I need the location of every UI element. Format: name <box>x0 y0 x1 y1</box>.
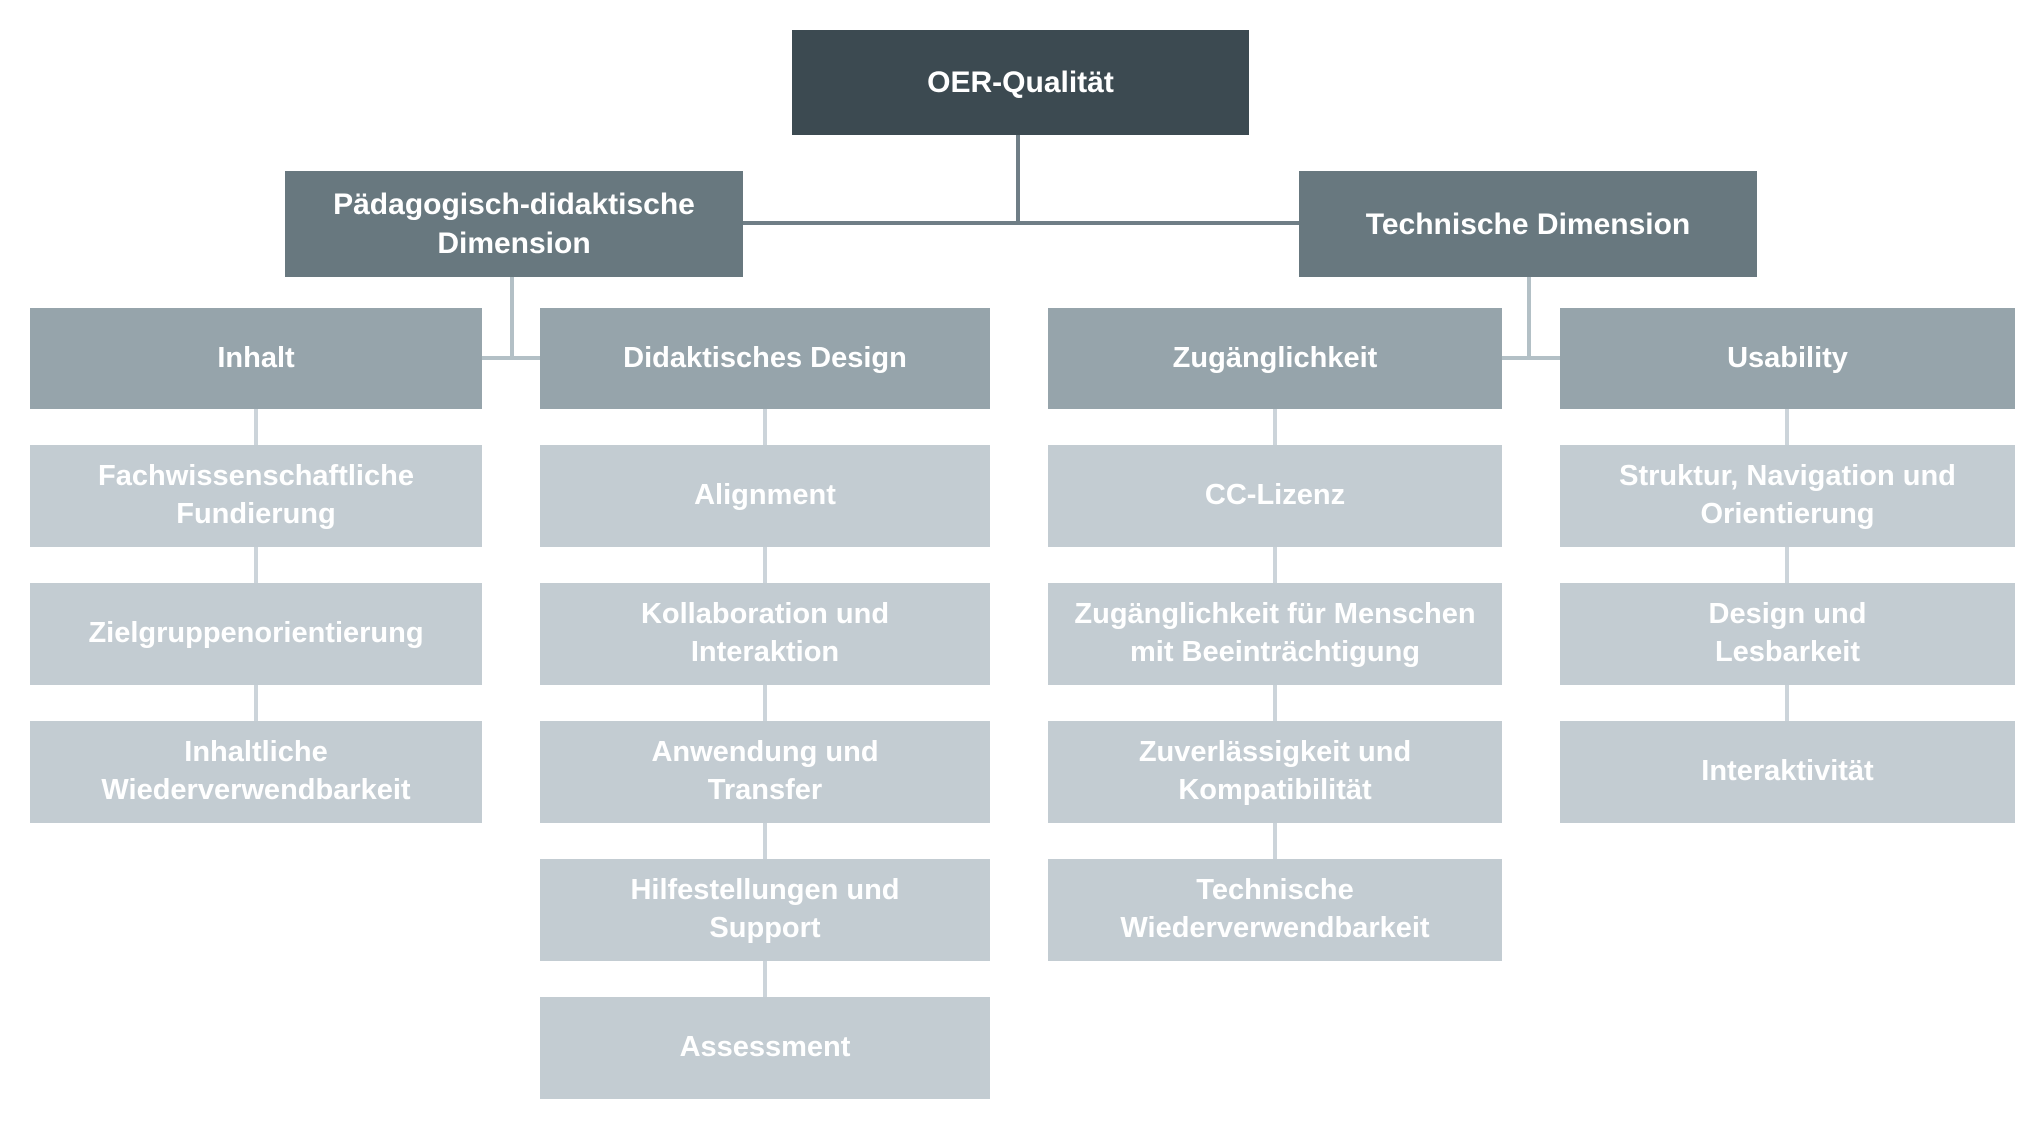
connector-technische-vertical <box>1527 277 1531 360</box>
connector-line <box>254 685 258 721</box>
connector-line <box>763 409 767 445</box>
connector-line <box>1273 685 1277 721</box>
item-box-technische-wiederverwendbarkeit: Technische Wiederverwendbarkeit <box>1048 859 1502 961</box>
connector-root-vertical <box>1016 135 1020 223</box>
column-header-didaktisches-design: Didaktisches Design <box>540 308 990 409</box>
connector-line <box>1273 547 1277 583</box>
connector-line <box>763 685 767 721</box>
item-box-interaktivitaet: Interaktivität <box>1560 721 2015 823</box>
connector-line <box>1785 685 1789 721</box>
connector-line <box>763 823 767 859</box>
item-box-hilfestellungen-support: Hilfestellungen und Support <box>540 859 990 961</box>
item-box-inhaltliche-wiederverwendbarkeit: Inhaltliche Wiederverwendbarkeit <box>30 721 482 823</box>
item-box-zuverlaessigkeit-kompatibilitaet: Zuverlässigkeit und Kompatibilität <box>1048 721 1502 823</box>
connector-dimensions-horizontal <box>743 221 1299 225</box>
dimension-box-technische: Technische Dimension <box>1299 171 1757 277</box>
connector-line <box>1273 823 1277 859</box>
dimension-box-paedagogisch-didaktische: Pädagogisch-didaktische Dimension <box>285 171 743 277</box>
column-header-inhalt: Inhalt <box>30 308 482 409</box>
connector-line <box>254 547 258 583</box>
root-box: OER-Qualität <box>792 30 1249 135</box>
item-box-alignment: Alignment <box>540 445 990 547</box>
connector-line <box>1785 547 1789 583</box>
item-box-struktur-navigation-orientierung: Struktur, Navigation und Orientierung <box>1560 445 2015 547</box>
item-box-assessment: Assessment <box>540 997 990 1099</box>
item-box-cc-lizenz: CC-Lizenz <box>1048 445 1502 547</box>
column-header-usability: Usability <box>1560 308 2015 409</box>
connector-line <box>1273 409 1277 445</box>
connector-line <box>763 547 767 583</box>
item-box-kollaboration-interaktion: Kollaboration und Interaktion <box>540 583 990 685</box>
connector-paedagogisch-vertical <box>510 277 514 360</box>
connector-paedagogisch-tbar <box>482 356 540 360</box>
item-box-fachwissenschaftliche-fundierung: Fachwissenschaftliche Fundierung <box>30 445 482 547</box>
item-box-anwendung-transfer: Anwendung und Transfer <box>540 721 990 823</box>
connector-line <box>763 961 767 997</box>
connector-line <box>254 409 258 445</box>
connector-technische-tbar <box>1502 356 1560 360</box>
item-box-zugaenglichkeit-menschen: Zugänglichkeit für Menschen mit Beeinträ… <box>1048 583 1502 685</box>
item-box-design-lesbarkeit: Design und Lesbarkeit <box>1560 583 2015 685</box>
item-box-zielgruppenorientierung: Zielgruppenorientierung <box>30 583 482 685</box>
connector-line <box>1785 409 1789 445</box>
column-header-zugaenglichkeit: Zugänglichkeit <box>1048 308 1502 409</box>
